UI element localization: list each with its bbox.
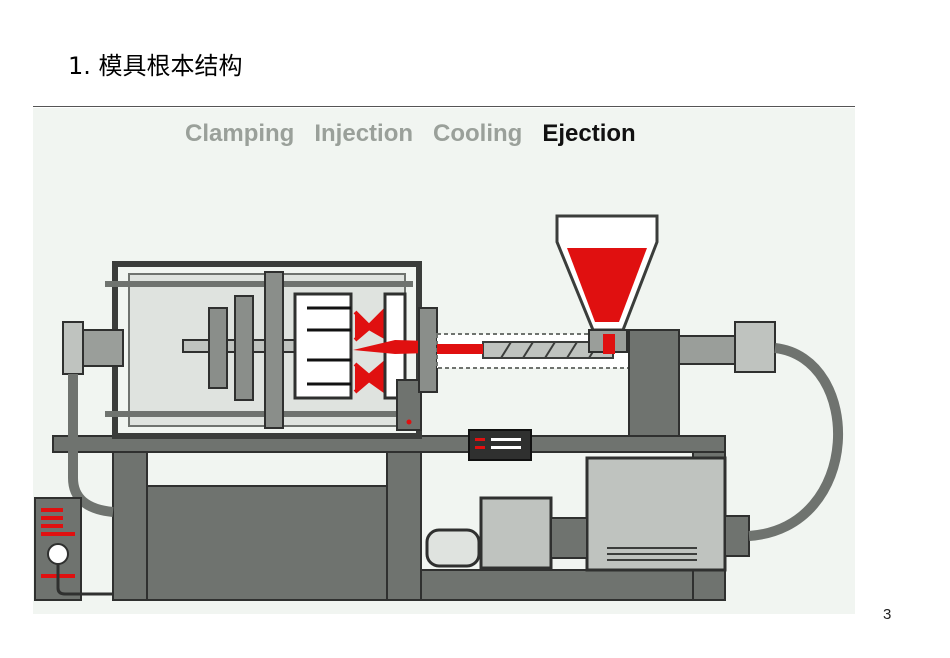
side-port bbox=[724, 515, 750, 557]
machine-base-right bbox=[420, 569, 726, 601]
moving-platen bbox=[264, 271, 284, 429]
stage-ejection: Ejection bbox=[542, 120, 636, 147]
stage-injection: Injection bbox=[314, 120, 414, 147]
rear-platen bbox=[62, 321, 84, 375]
slide-title: 1. 模具根本结构 bbox=[68, 52, 243, 80]
pump bbox=[479, 496, 553, 570]
stage-labels: Clamping Injection Cooling Ejection bbox=[185, 120, 636, 148]
controller-dial bbox=[47, 543, 69, 565]
injection-molding-figure: Clamping Injection Cooling Ejection bbox=[33, 108, 855, 614]
molded-part-top bbox=[353, 307, 385, 342]
toggle-block-2 bbox=[234, 295, 254, 401]
injection-carriage bbox=[628, 329, 680, 437]
stage-cooling: Cooling bbox=[433, 120, 523, 147]
machine-cabinet bbox=[146, 485, 388, 601]
bed-display bbox=[468, 429, 532, 461]
molded-part-bottom bbox=[353, 359, 385, 394]
ejector-pins bbox=[307, 306, 351, 386]
hydraulic-tank bbox=[585, 456, 727, 572]
pump-motor bbox=[425, 528, 481, 568]
hydraulic-cylinder bbox=[82, 329, 124, 367]
page-number: 3 bbox=[883, 606, 892, 623]
fixed-platen bbox=[418, 307, 438, 393]
injection-cylinder bbox=[678, 335, 736, 365]
injection-motor bbox=[734, 321, 776, 373]
machine-leg-left bbox=[112, 451, 148, 601]
machine-leg-mid bbox=[386, 451, 422, 601]
stage-clamping: Clamping bbox=[185, 120, 295, 147]
hopper-pellets bbox=[567, 248, 647, 322]
barrel-melt bbox=[437, 344, 483, 354]
hydraulic-hose-right bbox=[748, 343, 843, 541]
mold-moving-half bbox=[293, 292, 353, 400]
title-divider bbox=[33, 106, 855, 107]
toggle-block-1 bbox=[208, 307, 228, 389]
injection-molding-machine-illustration bbox=[34, 214, 843, 601]
